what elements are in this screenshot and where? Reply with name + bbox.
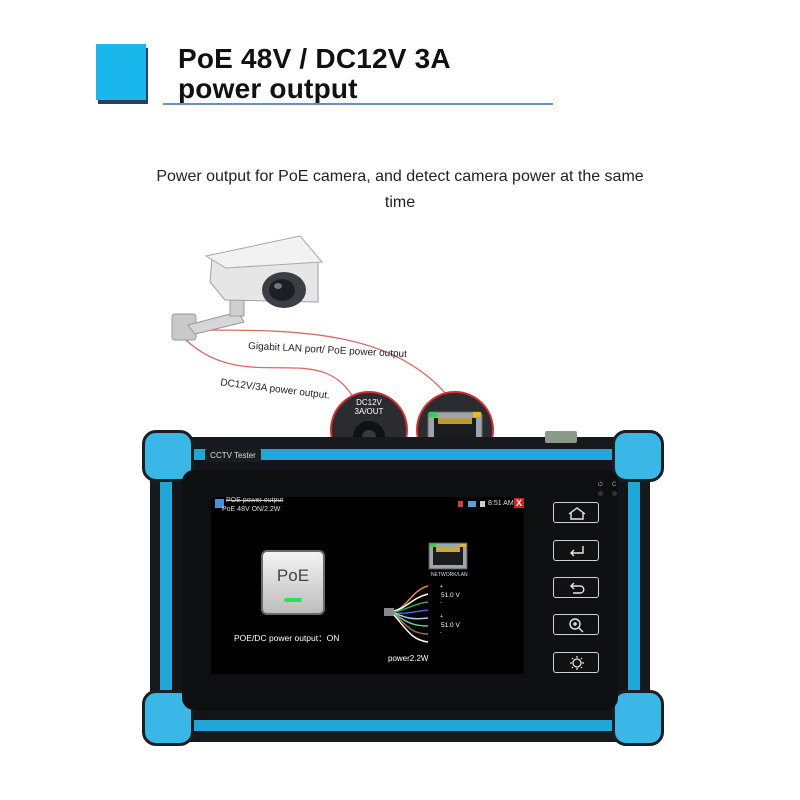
brand-tag: CCTV Tester <box>205 449 261 462</box>
description-line2: time <box>384 194 416 211</box>
dc-port-label-line2: 3A/OUT <box>354 407 384 416</box>
app-title: POE power output <box>226 497 284 504</box>
header-underline <box>163 103 553 105</box>
charge-led <box>612 491 617 496</box>
page-title-line2: power output <box>178 73 358 104</box>
power-indicator: ⏻ <box>598 482 603 488</box>
dc-port-label-line1: DC12V <box>356 398 382 407</box>
home-button[interactable] <box>553 502 599 523</box>
description: Power output for PoE camera, and detect … <box>120 164 680 216</box>
output-status: POE/DC power output：ON <box>234 633 340 643</box>
dc-cable <box>185 339 361 413</box>
zoom-icon <box>569 618 584 633</box>
back-arrow-icon <box>570 582 585 594</box>
brightness-icon <box>570 656 584 670</box>
voltage-pair1: 51.0 V <box>441 592 460 599</box>
pin-plus-1: + <box>440 584 443 590</box>
close-button[interactable]: X <box>514 498 524 508</box>
poe-button-label: PoE <box>276 566 310 585</box>
network-label: NETWORK/LAN <box>431 572 468 578</box>
voltage-pair2: 51.0 V <box>441 622 460 629</box>
back-button[interactable] <box>553 577 599 598</box>
clock: 8:51 AM <box>488 500 514 507</box>
storage-icon <box>480 501 485 507</box>
camera-icon <box>171 235 324 341</box>
top-port-connector <box>545 431 577 443</box>
wiring-diagram-icon <box>384 585 429 643</box>
screen <box>211 497 524 674</box>
power-led <box>598 491 603 496</box>
camera-diagram <box>171 235 494 469</box>
brightness-button[interactable] <box>553 652 599 673</box>
status-subtitle: PoE 48V ON/2.2W <box>222 506 281 513</box>
pin-minus-2: - <box>440 630 442 636</box>
poe-toggle-button[interactable] <box>261 550 325 615</box>
wifi-icon <box>468 501 476 507</box>
bumper-bottom-right <box>612 690 664 746</box>
page-title: PoE 48V / DC12V 3A power output <box>178 44 451 104</box>
description-line1: Power output for PoE camera, and detect … <box>156 168 644 185</box>
dc-port-label: DC12V 3A/OUT <box>348 398 390 416</box>
home-icon <box>568 507 586 520</box>
battery-icon <box>458 501 463 507</box>
poe-status-led <box>284 598 302 602</box>
enter-button[interactable] <box>553 540 599 561</box>
pin-plus-2: + <box>440 614 443 620</box>
pin-minus-1: - <box>440 600 442 606</box>
lan-cable <box>199 329 456 406</box>
bumper-top-right <box>612 430 664 482</box>
app-icon <box>215 499 224 508</box>
header-square <box>96 44 146 100</box>
network-port-icon <box>428 542 468 570</box>
charge-indicator: C <box>612 482 617 488</box>
page-title-line1: PoE 48V / DC12V 3A <box>178 43 451 74</box>
zoom-button[interactable] <box>553 614 599 635</box>
power-reading: power2.2W <box>388 654 429 663</box>
enter-icon <box>570 546 584 557</box>
